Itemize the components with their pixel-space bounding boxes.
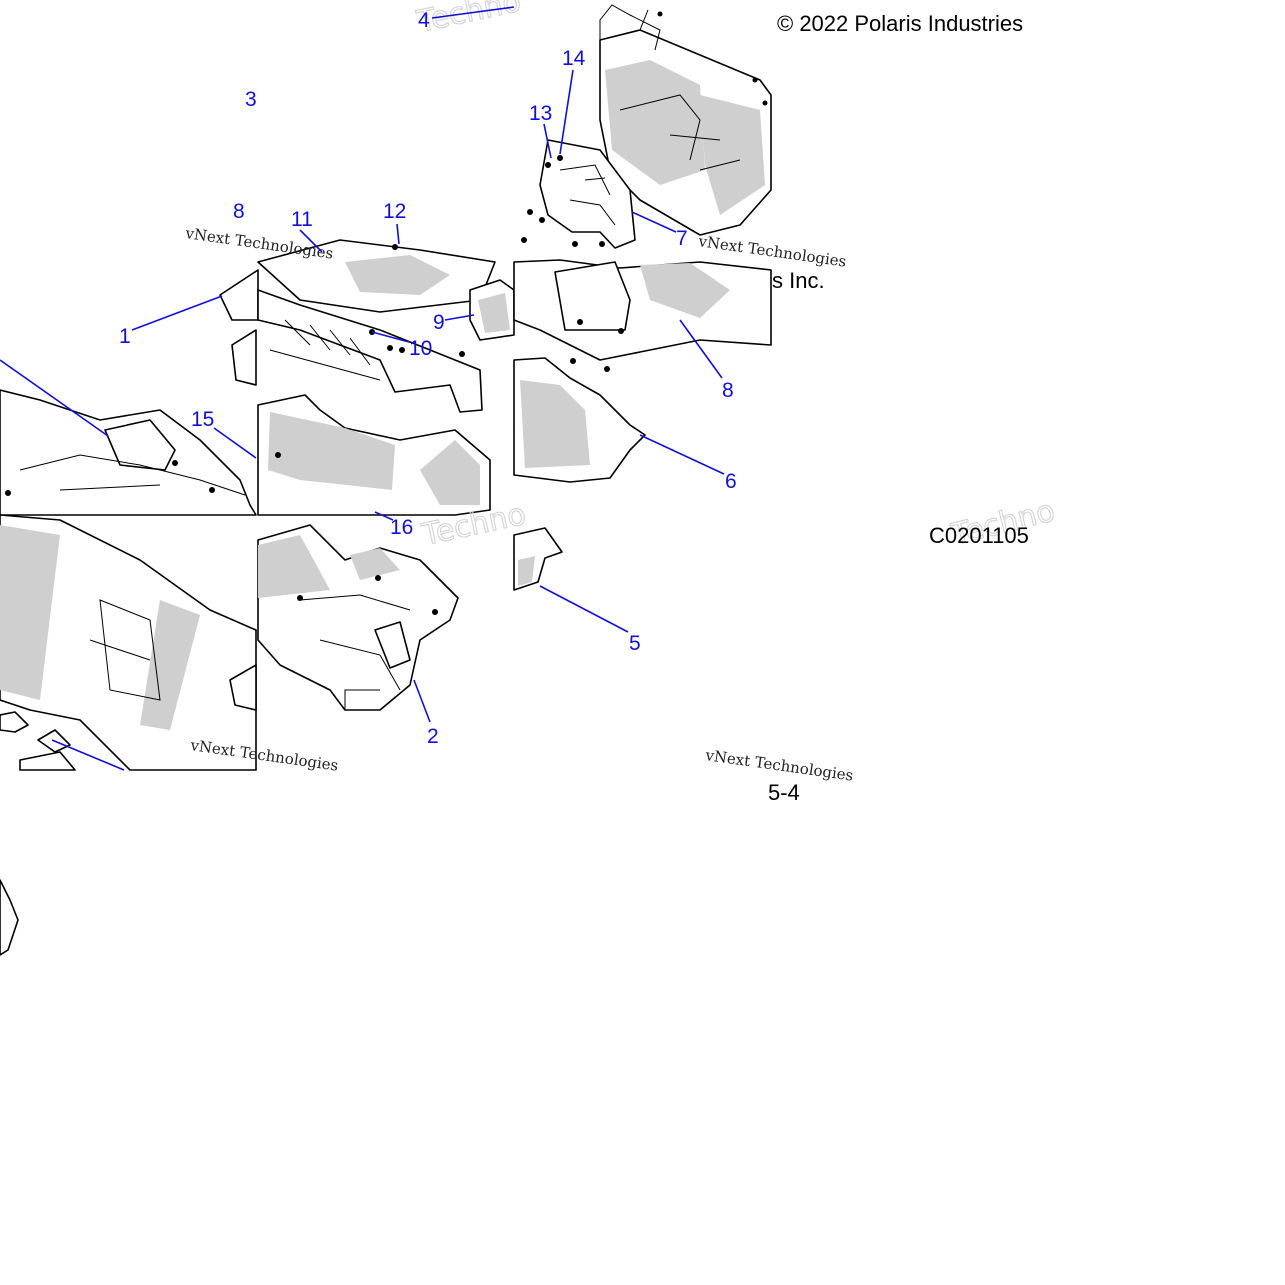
part-rear-floor — [513, 259, 772, 361]
tile-lower-right-bracket — [513, 527, 563, 591]
tile-lower-center-box — [257, 524, 459, 711]
tile-center-frame — [257, 239, 515, 516]
figure-text: © 2022 Polaris Industries s Inc. C020110… — [768, 11, 1029, 805]
tile-right-floor — [513, 259, 772, 483]
callout-12: 12 — [383, 200, 406, 223]
callout-8-right: 8 — [722, 379, 734, 402]
callout-4: 4 — [418, 9, 430, 32]
tile-lower-left-bulkhead — [0, 514, 257, 956]
callout-9: 9 — [433, 311, 445, 334]
figure-code: C0201105 — [929, 523, 1029, 548]
callout-6: 6 — [725, 470, 737, 493]
tile-left-floor — [0, 269, 259, 516]
callout-3: 3 — [245, 88, 257, 111]
part-rear-bulkhead — [0, 514, 257, 771]
callout-16: 16 — [390, 516, 413, 539]
callout-10: 10 — [409, 337, 432, 360]
callout-5: 5 — [629, 632, 641, 655]
callout-11: 11 — [291, 208, 313, 231]
callouts: 1 2 3 4 5 6 7 8 8 9 10 11 12 13 14 15 16 — [119, 9, 737, 748]
callout-13: 13 — [529, 102, 552, 125]
callout-7: 7 — [676, 227, 688, 250]
callout-1: 1 — [119, 325, 131, 348]
callout-15: 15 — [191, 408, 214, 431]
callout-2: 2 — [427, 725, 439, 748]
copyright-fragment: s Inc. — [772, 268, 825, 293]
svg-text:Techno: Techno — [413, 0, 524, 40]
tile-upper-right-tub — [521, 4, 772, 249]
leader-lines — [0, 6, 725, 771]
callout-14: 14 — [562, 47, 586, 70]
page-number: 5-4 — [768, 780, 800, 805]
part-latch-plate — [539, 139, 636, 249]
copyright-notice: © 2022 Polaris Industries — [777, 11, 1023, 36]
svg-text:vNext Technologies: vNext Technologies — [703, 746, 854, 785]
callout-8-left: 8 — [233, 200, 245, 223]
